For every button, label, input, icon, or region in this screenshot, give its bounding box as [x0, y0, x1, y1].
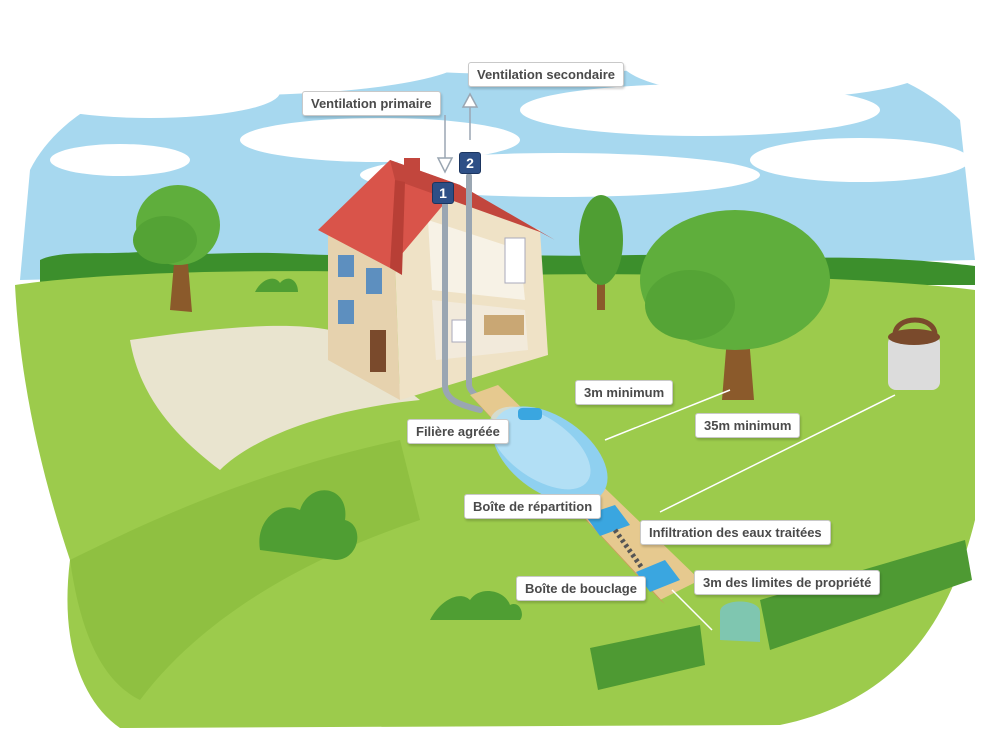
label-filiere-agreee: Filière agréée [407, 419, 509, 444]
bush-front [430, 590, 522, 620]
bush-house [255, 278, 298, 292]
badge-1: 1 [432, 182, 454, 204]
boundary-marker [720, 601, 760, 642]
label-infiltration: Infiltration des eaux traitées [640, 520, 831, 545]
label-3m-minimum: 3m minimum [575, 380, 674, 405]
label-35m-minimum: 35m minimum [695, 413, 801, 438]
infiltration-pipe [612, 528, 645, 570]
bush-left [259, 490, 358, 560]
label-ventilation-primaire: Ventilation primaire [302, 91, 441, 116]
label-boite-bouclage: Boîte de bouclage [516, 576, 646, 601]
tree-right [640, 210, 830, 400]
measure-lines [604, 389, 896, 631]
hedge-right [760, 540, 972, 650]
septic-tank [489, 406, 608, 504]
badge-2: 2 [459, 152, 481, 174]
well [888, 317, 940, 390]
loop-box [636, 560, 680, 592]
tree-left [133, 185, 220, 312]
tree-cypress [579, 195, 623, 310]
hedge-left [590, 625, 705, 690]
label-boite-repartition: Boîte de répartition [464, 494, 602, 519]
label-ventilation-secondaire: Ventilation secondaire [468, 62, 624, 87]
vent-arrows [436, 92, 479, 174]
label-limites-propriete: 3m des limites de propriété [694, 570, 881, 595]
